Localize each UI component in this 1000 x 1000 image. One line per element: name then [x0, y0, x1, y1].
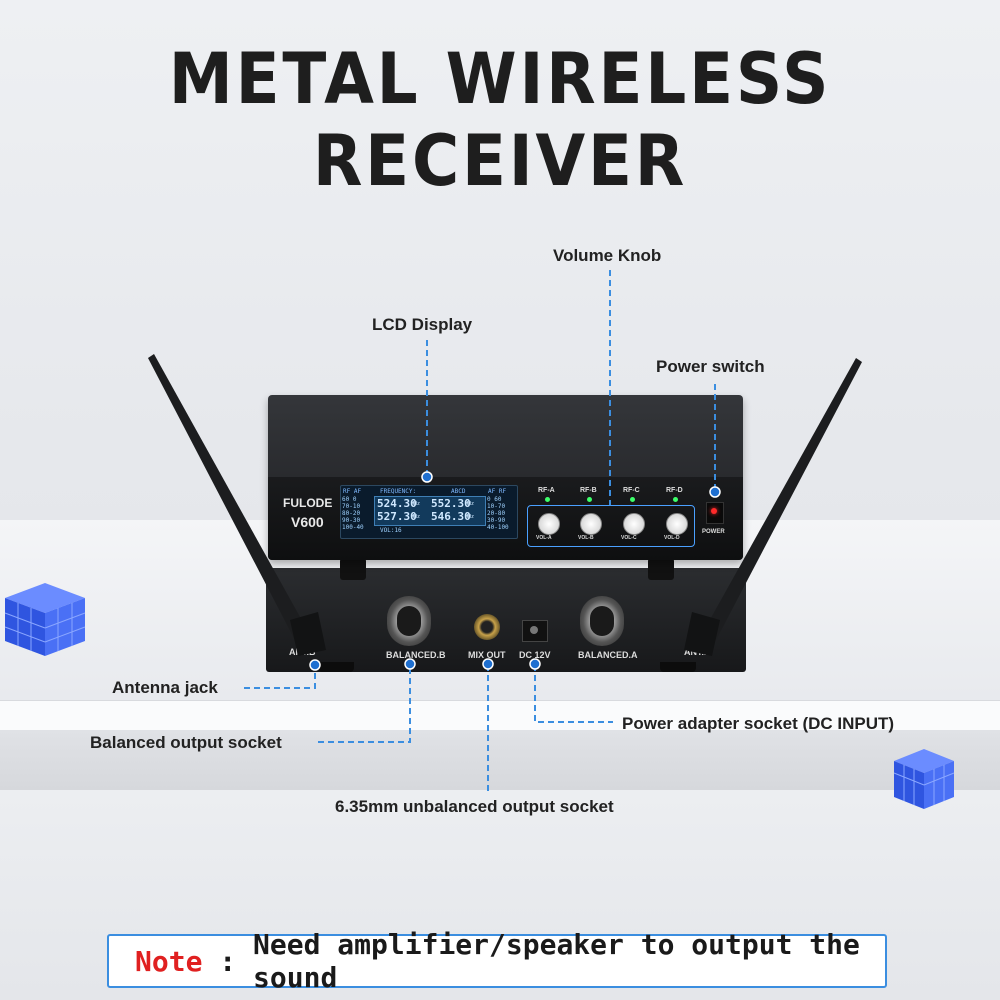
volume-knob-c[interactable]: [623, 513, 645, 535]
shelf-front: [0, 730, 1000, 790]
volume-knob-b[interactable]: [580, 513, 602, 535]
note-separator: :: [202, 944, 254, 978]
mix-out-jack[interactable]: [474, 614, 500, 640]
callout-antenna-jack: Antenna jack: [112, 678, 218, 697]
note-text: Need amplifier/speaker to output the sou…: [253, 928, 860, 994]
callout-power-switch: Power switch: [656, 357, 765, 376]
shelf-edge: [0, 700, 1000, 731]
blue-cube-left-icon: [4, 583, 86, 656]
callout-unbalanced-output: 6.35mm unbalanced output socket: [335, 797, 614, 816]
callout-lcd-display: LCD Display: [372, 315, 473, 334]
callout-power-adapter: Power adapter socket (DC INPUT): [622, 714, 895, 733]
blue-cube-right-icon: [893, 749, 955, 809]
callout-balanced-output: Balanced output socket: [90, 733, 282, 752]
volume-knob-a[interactable]: [538, 513, 560, 535]
callout-volume-knob: Volume Knob: [553, 246, 662, 265]
note-banner: Note : Need amplifier/speaker to output …: [107, 928, 887, 994]
volume-knob-d[interactable]: [666, 513, 688, 535]
note-label: Note: [135, 944, 203, 978]
page-title: METAL WIRELESS RECEIVER: [168, 38, 832, 202]
